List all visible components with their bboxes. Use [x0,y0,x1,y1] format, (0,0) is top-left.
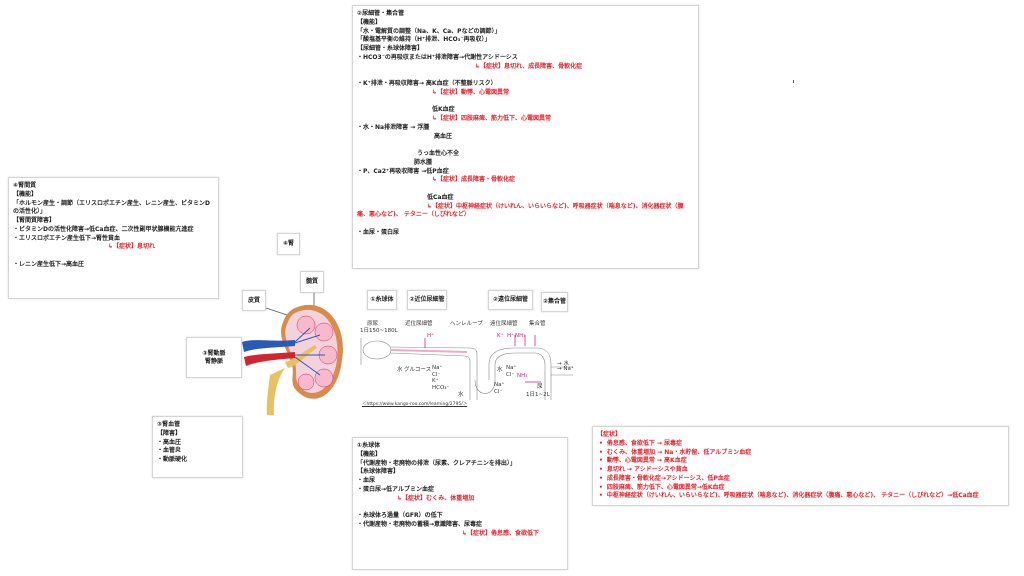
note-line: ・血管炎 [157,447,182,455]
note-line: ↳【症状】倦怠感、食欲低下 [462,529,540,537]
collecting-header: 集合管 [529,321,546,327]
note-line: ↳【症状】息切れ [108,243,156,251]
note-line: 【機能】 [357,18,382,26]
note-line [13,252,214,261]
note-line: ↳【症状】成長障害・骨軟化症 [432,176,516,184]
stray-mark [793,80,794,83]
tag-distal-tubule: ②遠位尿細管 [488,290,533,310]
symptoms-summary: 【症状】 倦怠感、食欲低下 → 尿毒症むくみ、体重増加 → Na・水貯留、低アル… [592,426,1009,506]
tag-collecting-duct: ②集合管 [541,292,568,312]
note-line: ・動脈硬化 [157,456,188,463]
tag-proximal-tubule: ②近位尿細管 [407,290,447,310]
urine-label: 尿 [537,384,543,390]
note-line: 「酸塩基平衡の維持（H⁺排泄、HCO₃⁻再吸収）」 [357,36,491,44]
note-line: ↳【症状】四肢麻痺、筋力低下、心電図異常 [432,115,552,122]
note-line: ①糸球体 [357,442,381,449]
h-secretion-distal: H⁺ [507,333,515,339]
symptom-item: 息切れ → アシドーシスや貧血 [597,466,1004,475]
tubule-collecting-duct-note: ②尿細管・集合管【機能】「水・電解質の調整（Na、K、Ca、Pなどの調節）」「酸… [352,5,699,269]
note-line: 【機能】 [13,190,38,198]
note-line: 「代謝産物・老廃物の排泄（尿素、クレアチニンを排出）」 [357,459,516,467]
nephron-tubes [360,335,573,400]
note-line: 低K血症 [432,106,455,114]
henle-header: ヘンレループ [450,321,483,327]
loop-ions: Na⁺ Cl⁻ [494,382,505,395]
note-line [357,71,694,80]
proximal-header: 近位尿細管 [405,321,433,327]
note-line [357,220,694,229]
note-line: 【糸球体障害】 [357,468,400,476]
note-line: ・P、Ca2⁺再吸収障害 →低P血症 [357,167,449,175]
note-line: ・水・Na排泄障害 → 浮腫 [357,123,430,131]
symptoms-title: 【症状】 [597,431,622,438]
tag-glomerulus: ①糸球体 [367,290,397,310]
note-line: ↳【症状】息切れ、成長障害、骨軟化症 [475,62,583,70]
note-line: ・ビタミンDの活性化障害→低Ca血症、二次性副甲状腺機能亢進症 [13,225,194,233]
note-line: ・高血圧 [157,438,182,446]
glucose-reabsorption: グルコース [404,367,432,373]
renal-vessel-note: ③腎血管【障害】・高血圧・血管炎・動脈硬化 [152,416,243,478]
note-line: ↳【症状】むくみ、体重増加 [397,494,475,502]
symptom-item: 成長障害・骨軟化症→アシドーシス、低P血症 [597,475,1004,484]
symptoms-list: 倦怠感、食欲低下 → 尿毒症むくみ、体重増加 → Na・水貯留、低アルブミン血症… [597,440,1004,501]
nh3-collecting: NH₃ [517,373,528,379]
note-line: ・代謝産物・老廃物の蓄積→意識障害、尿毒症 [357,520,483,528]
note-line [357,98,694,107]
cortex-label: 皮質 [242,290,266,311]
renal-artery-vein-label: ③腎動脈 腎静脈 [186,337,242,378]
k-secretion: K⁺ [497,333,504,339]
note-line: 【障害】 [157,429,182,437]
note-line: ③腎血管 [157,421,181,428]
symptom-item: 中枢神経症状（けいれん、いらいらなど)、呼吸器症状（喘息など)、消化器症状（腹痛… [597,492,1004,501]
note-line: 「水・電解質の調整（Na、K、Ca、Pなどの調節）」 [357,27,501,35]
note-line: 【尿細管・糸球体障害】 [357,45,424,52]
primary-urine-label: 原尿 [367,321,379,327]
symptom-item: 動悸、心電図異常 → 高K血症 [597,457,1004,466]
primary-urine-volume: 1日150~180L [360,328,398,334]
note-line: ②尿細管・集合管 [357,10,405,17]
note-line: ・K⁺排泄・再吸収障害→ 高K血症（不整脈リスク） [357,80,497,87]
note-line: ・HCO3⁻の再吸収またはH⁺排泄障害→代謝性アシドーシス [357,53,518,61]
note-line: ↳【症状】動悸、心電図異常 [432,88,510,96]
urine-volume: 1日1~2L [526,392,550,398]
loop-water: 水 [458,392,464,398]
collecting-na-out: → Na⁺ [557,366,574,372]
note-line: 「ホルモン産生・調節（エリスロポエチン産生、レニン産生、ビタミンDの活性化）」 [13,199,210,216]
water-reabsorption: 水 [397,367,403,373]
note-line: ・血尿 [357,477,376,484]
kidney-label: ④腎 [277,233,300,255]
symptom-item: 四肢麻痺、筋力低下、心電図異常→低K血症 [597,484,1004,493]
symptom-item: 倦怠感、食欲低下 → 尿毒症 [597,440,1004,449]
medulla-label: 髄質 [300,271,324,293]
note-line: 【機能】 [357,450,382,458]
note-line [357,141,694,150]
note-line: ・糸球体ろ過量（GFR）の低下 [357,512,443,519]
note-line: ・エリスロポエチン産生低下→腎性貧血 [13,234,121,242]
glomerulus-note: ①糸球体【機能】「代謝産物・老廃物の排泄（尿素、クレアチニンを排出）」【糸球体障… [352,437,568,570]
note-line: ④腎間質 [13,182,37,189]
proximal-ions: Na⁺ Cl⁻ K⁺ HCO₃⁻ [432,365,450,391]
h-secretion-proximal: H⁺ [427,333,435,339]
note-line [357,185,694,194]
note-line: 肺水腫 [414,158,433,166]
symptom-item: むくみ、体重増加 → Na・水貯留、低アルブミン血症 [597,449,1004,458]
note-line [357,503,563,512]
note-line: 低Ca血症 [427,193,454,201]
collecting-water-out: → 水 [557,361,569,367]
note-line: ・レニン産生低下→高血圧 [13,260,85,268]
source-link[interactable]: ＜https://www.kango-roo.com/learning/2795… [362,402,468,407]
note-line: ・血尿・蛋白尿 [357,228,400,236]
distal-water: 水 [497,367,503,373]
note-line: 高血圧 [434,132,453,140]
distal-header: 遠位尿細管 [490,321,518,327]
note-line: うっ血性心不全 [417,150,460,157]
note-line: 【腎間質障害】 [13,217,56,224]
distal-ions: Na⁺ Cl⁻ [506,365,517,378]
note-line: ↳【症状】中枢神経症状（けいれん、いらいらなど)、呼吸器症状（喘息など)、消化器… [357,202,684,219]
nh3-secretion: NH₃ [515,333,526,339]
note-line: ・蛋白尿→低アルブミン血症 [357,485,434,493]
renal-interstitium-note: ④腎間質【機能】「ホルモン産生・調節（エリスロポエチン産生、レニン産生、ビタミン… [8,177,219,299]
kidney-illustration [242,293,343,415]
